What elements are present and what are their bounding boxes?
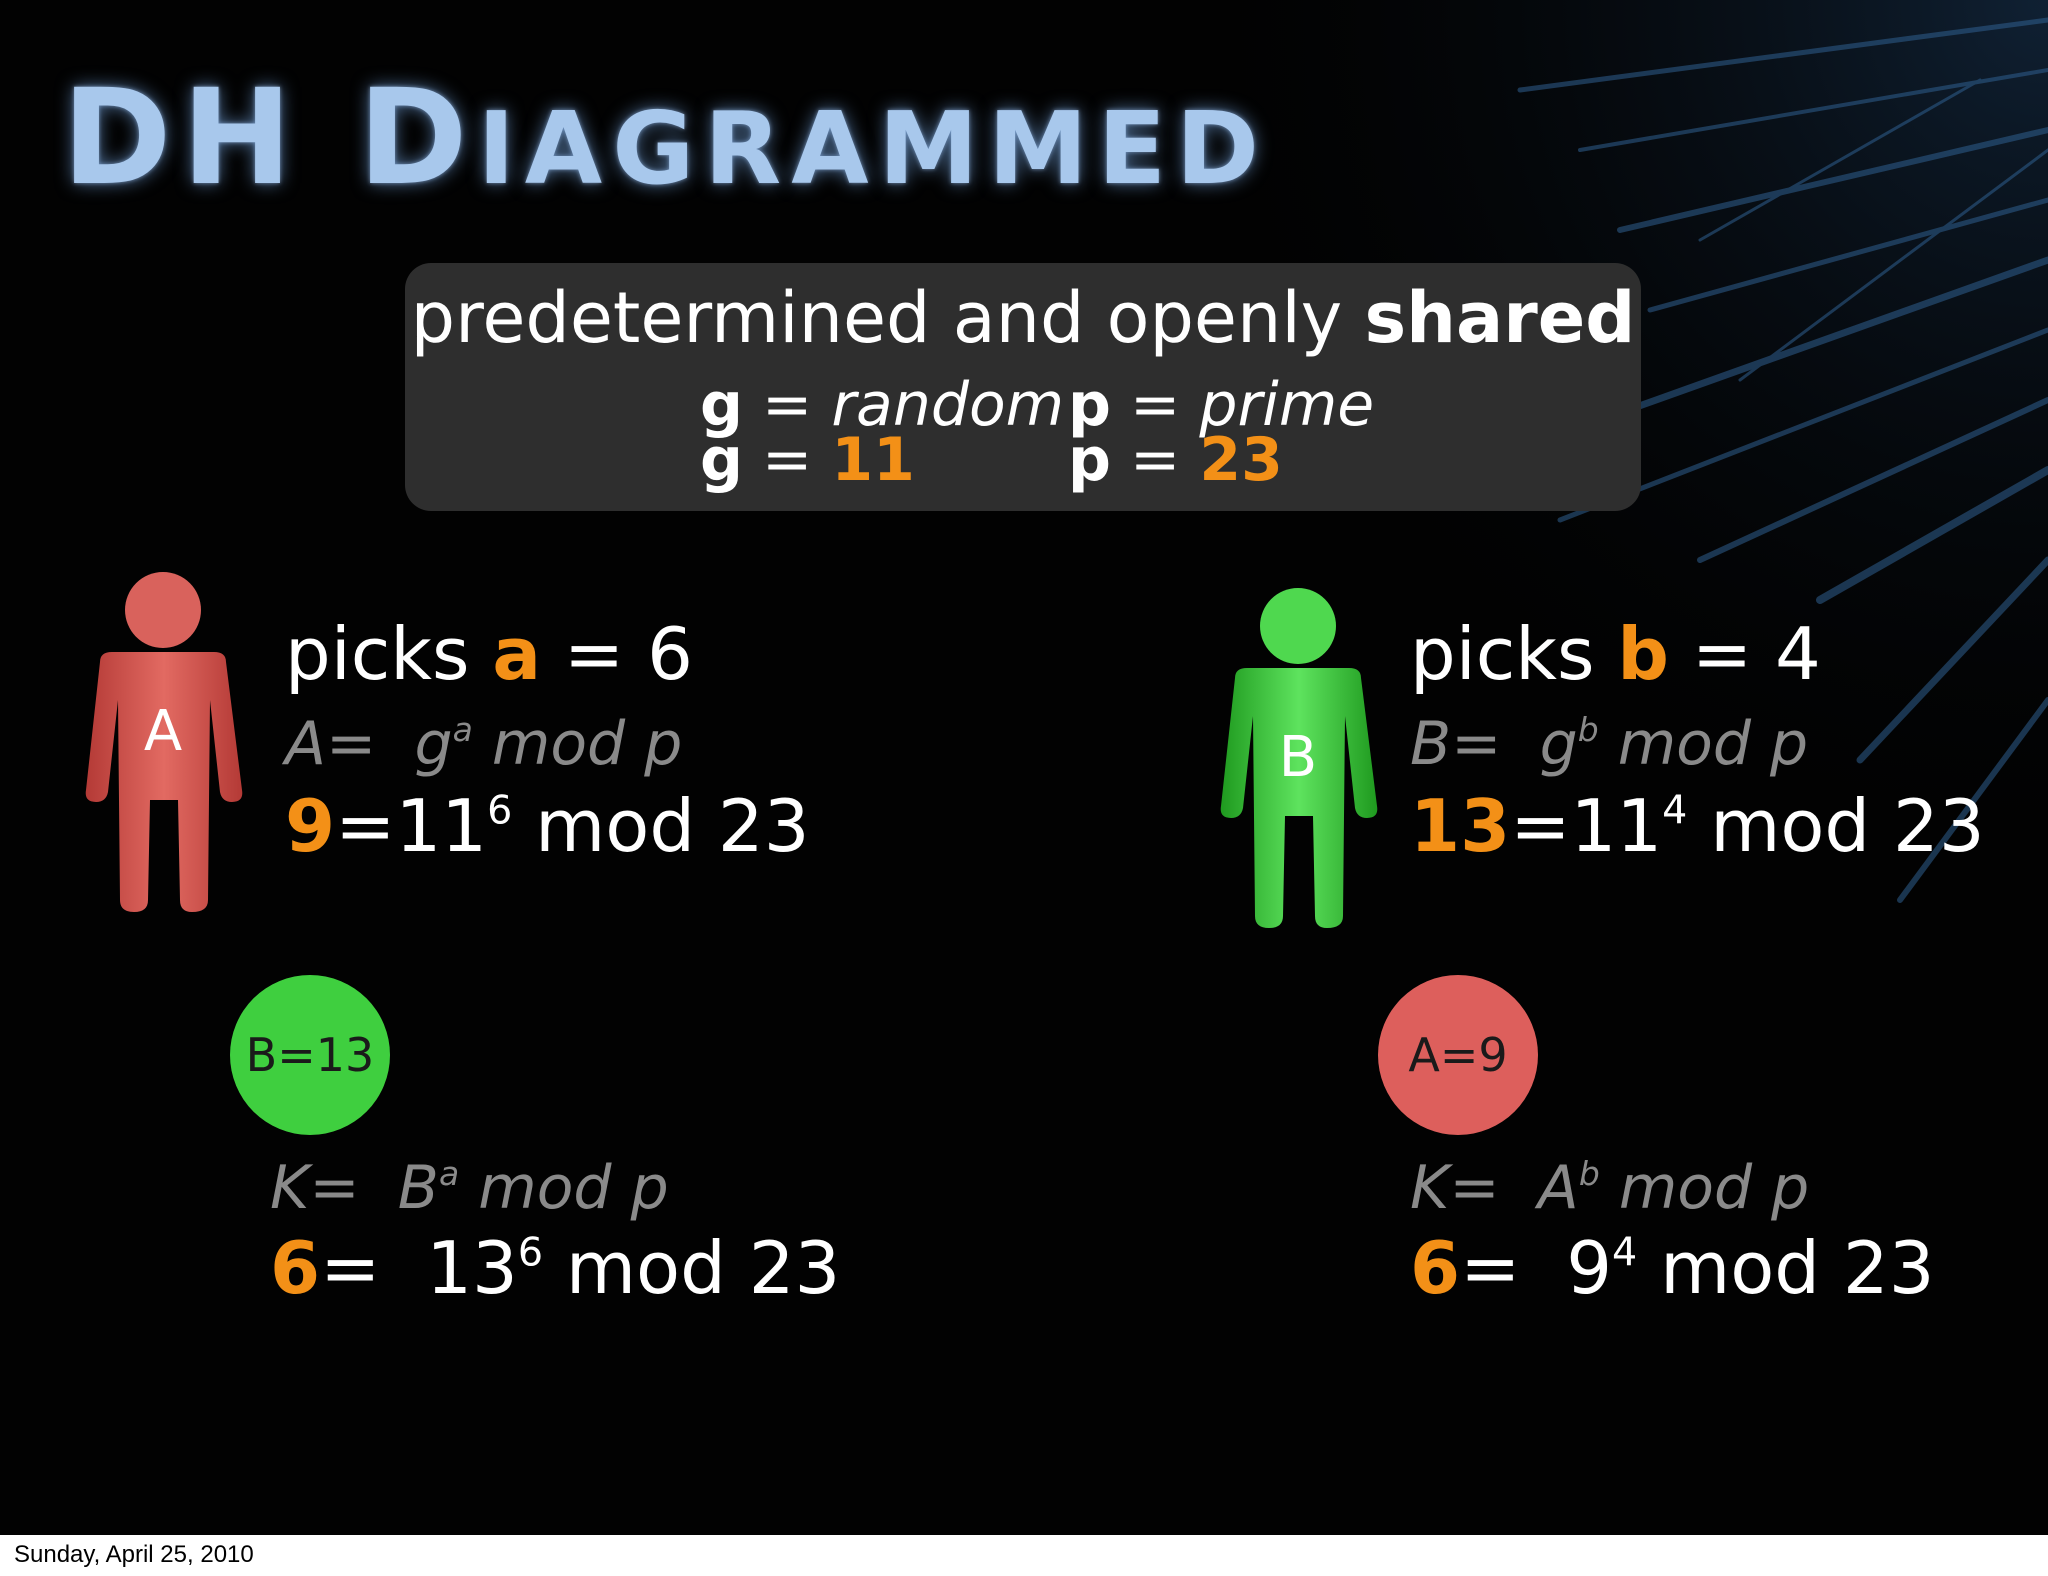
alice-formula-lhs: A= <box>285 709 377 779</box>
bob-picks-suffix: = 4 <box>1691 612 1821 696</box>
alice-formula-rest: mod p <box>491 709 683 779</box>
alice-key-calc-eq: = <box>320 1226 381 1310</box>
p-symbol: p <box>1068 370 1111 440</box>
p-equals-2: = <box>1130 425 1181 495</box>
alice-key-calculation: 6= 136 mod 23 <box>270 1232 840 1304</box>
slide: DH DIAGRAMMED predetermined and openly s… <box>0 0 2048 1535</box>
alice-formula: A= ga mod p <box>285 713 682 774</box>
alice-calc-rest: mod 23 <box>535 784 810 868</box>
bob-calc-exp: 4 <box>1662 787 1688 834</box>
g-value-row: g = 11 <box>700 430 915 490</box>
bob-key-rest: mod p <box>1618 1153 1810 1223</box>
g-symbol: g <box>700 370 743 440</box>
alice-person-label: A <box>144 699 182 764</box>
alice-calculation: 9=116 mod 23 <box>285 790 810 862</box>
bob-key-calc-rest: mod 23 <box>1660 1226 1935 1310</box>
p-description: prime <box>1199 370 1375 440</box>
g-equals-2: = <box>762 425 813 495</box>
bob-public-value: 13 <box>1410 784 1511 868</box>
alice-key-rest: mod p <box>478 1153 669 1223</box>
alice-key-exp: a <box>438 1153 460 1193</box>
alice-secret-symbol: a <box>492 612 541 696</box>
alice-key-calc-exp: 6 <box>517 1229 544 1276</box>
alice-picks-suffix: = 6 <box>563 612 693 696</box>
alice-picks-prefix: picks <box>285 612 470 696</box>
title-word-first: D <box>358 61 478 215</box>
bob-picks: picks b = 4 <box>1410 618 1821 690</box>
slide-title: DH DIAGRAMMED <box>62 72 1269 204</box>
g-definition: g = random <box>700 375 1064 435</box>
shared-heading-prefix: predetermined and openly <box>410 277 1343 359</box>
bob-calc-base: =11 <box>1510 784 1663 868</box>
alice-public-value: 9 <box>285 784 336 868</box>
alice-calc-exp: 6 <box>487 787 513 834</box>
bob-received-label: A=9 <box>1408 1028 1508 1082</box>
p-equals: = <box>1130 370 1181 440</box>
p-value-row: p = 23 <box>1068 430 1283 490</box>
alice-key-value: 6 <box>270 1226 321 1310</box>
alice-key-calc-base: 13 <box>426 1226 518 1310</box>
alice-key-calc-rest: mod 23 <box>565 1226 841 1310</box>
bob-key-exp: b <box>1578 1153 1600 1193</box>
bob-key-formula: K= Ab mod p <box>1410 1157 1809 1218</box>
title-initials: DH <box>62 61 303 215</box>
title-word-rest: IAGRAMMED <box>477 90 1270 207</box>
alice-received-badge: B=13 <box>230 975 390 1135</box>
alice-key-base: B <box>397 1153 439 1223</box>
p-definition: p = prime <box>1068 375 1374 435</box>
shared-heading-bold: shared <box>1364 277 1636 359</box>
alice-formula-exp: a <box>452 709 473 749</box>
shared-heading: predetermined and openly shared <box>405 277 1641 359</box>
alice-key-lhs: K= <box>270 1153 360 1223</box>
bob-calculation: 13=114 mod 23 <box>1410 790 1985 862</box>
alice-received-label: B=13 <box>245 1028 375 1082</box>
alice-key-formula: K= Ba mod p <box>270 1157 669 1218</box>
bob-formula-base: g <box>1539 709 1578 779</box>
bob-key-lhs: K= <box>1410 1153 1500 1223</box>
alice-formula-base: g <box>414 709 453 779</box>
g-value: 11 <box>831 425 915 495</box>
g-symbol-2: g <box>700 425 743 495</box>
bob-formula-exp: b <box>1577 709 1599 749</box>
alice-picks: picks a = 6 <box>285 618 693 690</box>
bob-secret-symbol: b <box>1617 612 1669 696</box>
footer-date: Sunday, April 25, 2010 <box>14 1541 254 1568</box>
bob-key-value: 6 <box>1410 1226 1461 1310</box>
bob-key-calc-eq: = <box>1460 1226 1521 1310</box>
bob-person-label: B <box>1279 725 1317 790</box>
bob-formula-lhs: B= <box>1410 709 1502 779</box>
alice-person-icon: A <box>85 572 243 912</box>
bob-calc-rest: mod 23 <box>1710 784 1985 868</box>
bob-key-base: A <box>1537 1153 1579 1223</box>
p-symbol-2: p <box>1068 425 1111 495</box>
bob-key-calculation: 6= 94 mod 23 <box>1410 1232 1935 1304</box>
bob-formula: B= gb mod p <box>1410 713 1808 774</box>
shared-parameters-box: predetermined and openly shared <box>405 263 1641 511</box>
p-value: 23 <box>1199 425 1283 495</box>
bob-key-calc-base: 9 <box>1566 1226 1613 1310</box>
bob-received-badge: A=9 <box>1378 975 1538 1135</box>
g-equals: = <box>762 370 813 440</box>
bob-key-calc-exp: 4 <box>1612 1229 1638 1276</box>
bob-formula-rest: mod p <box>1617 709 1809 779</box>
bob-picks-prefix: picks <box>1410 612 1595 696</box>
bob-person-icon: B <box>1220 588 1378 928</box>
alice-calc-base: =11 <box>335 784 488 868</box>
g-description: random <box>831 370 1065 440</box>
